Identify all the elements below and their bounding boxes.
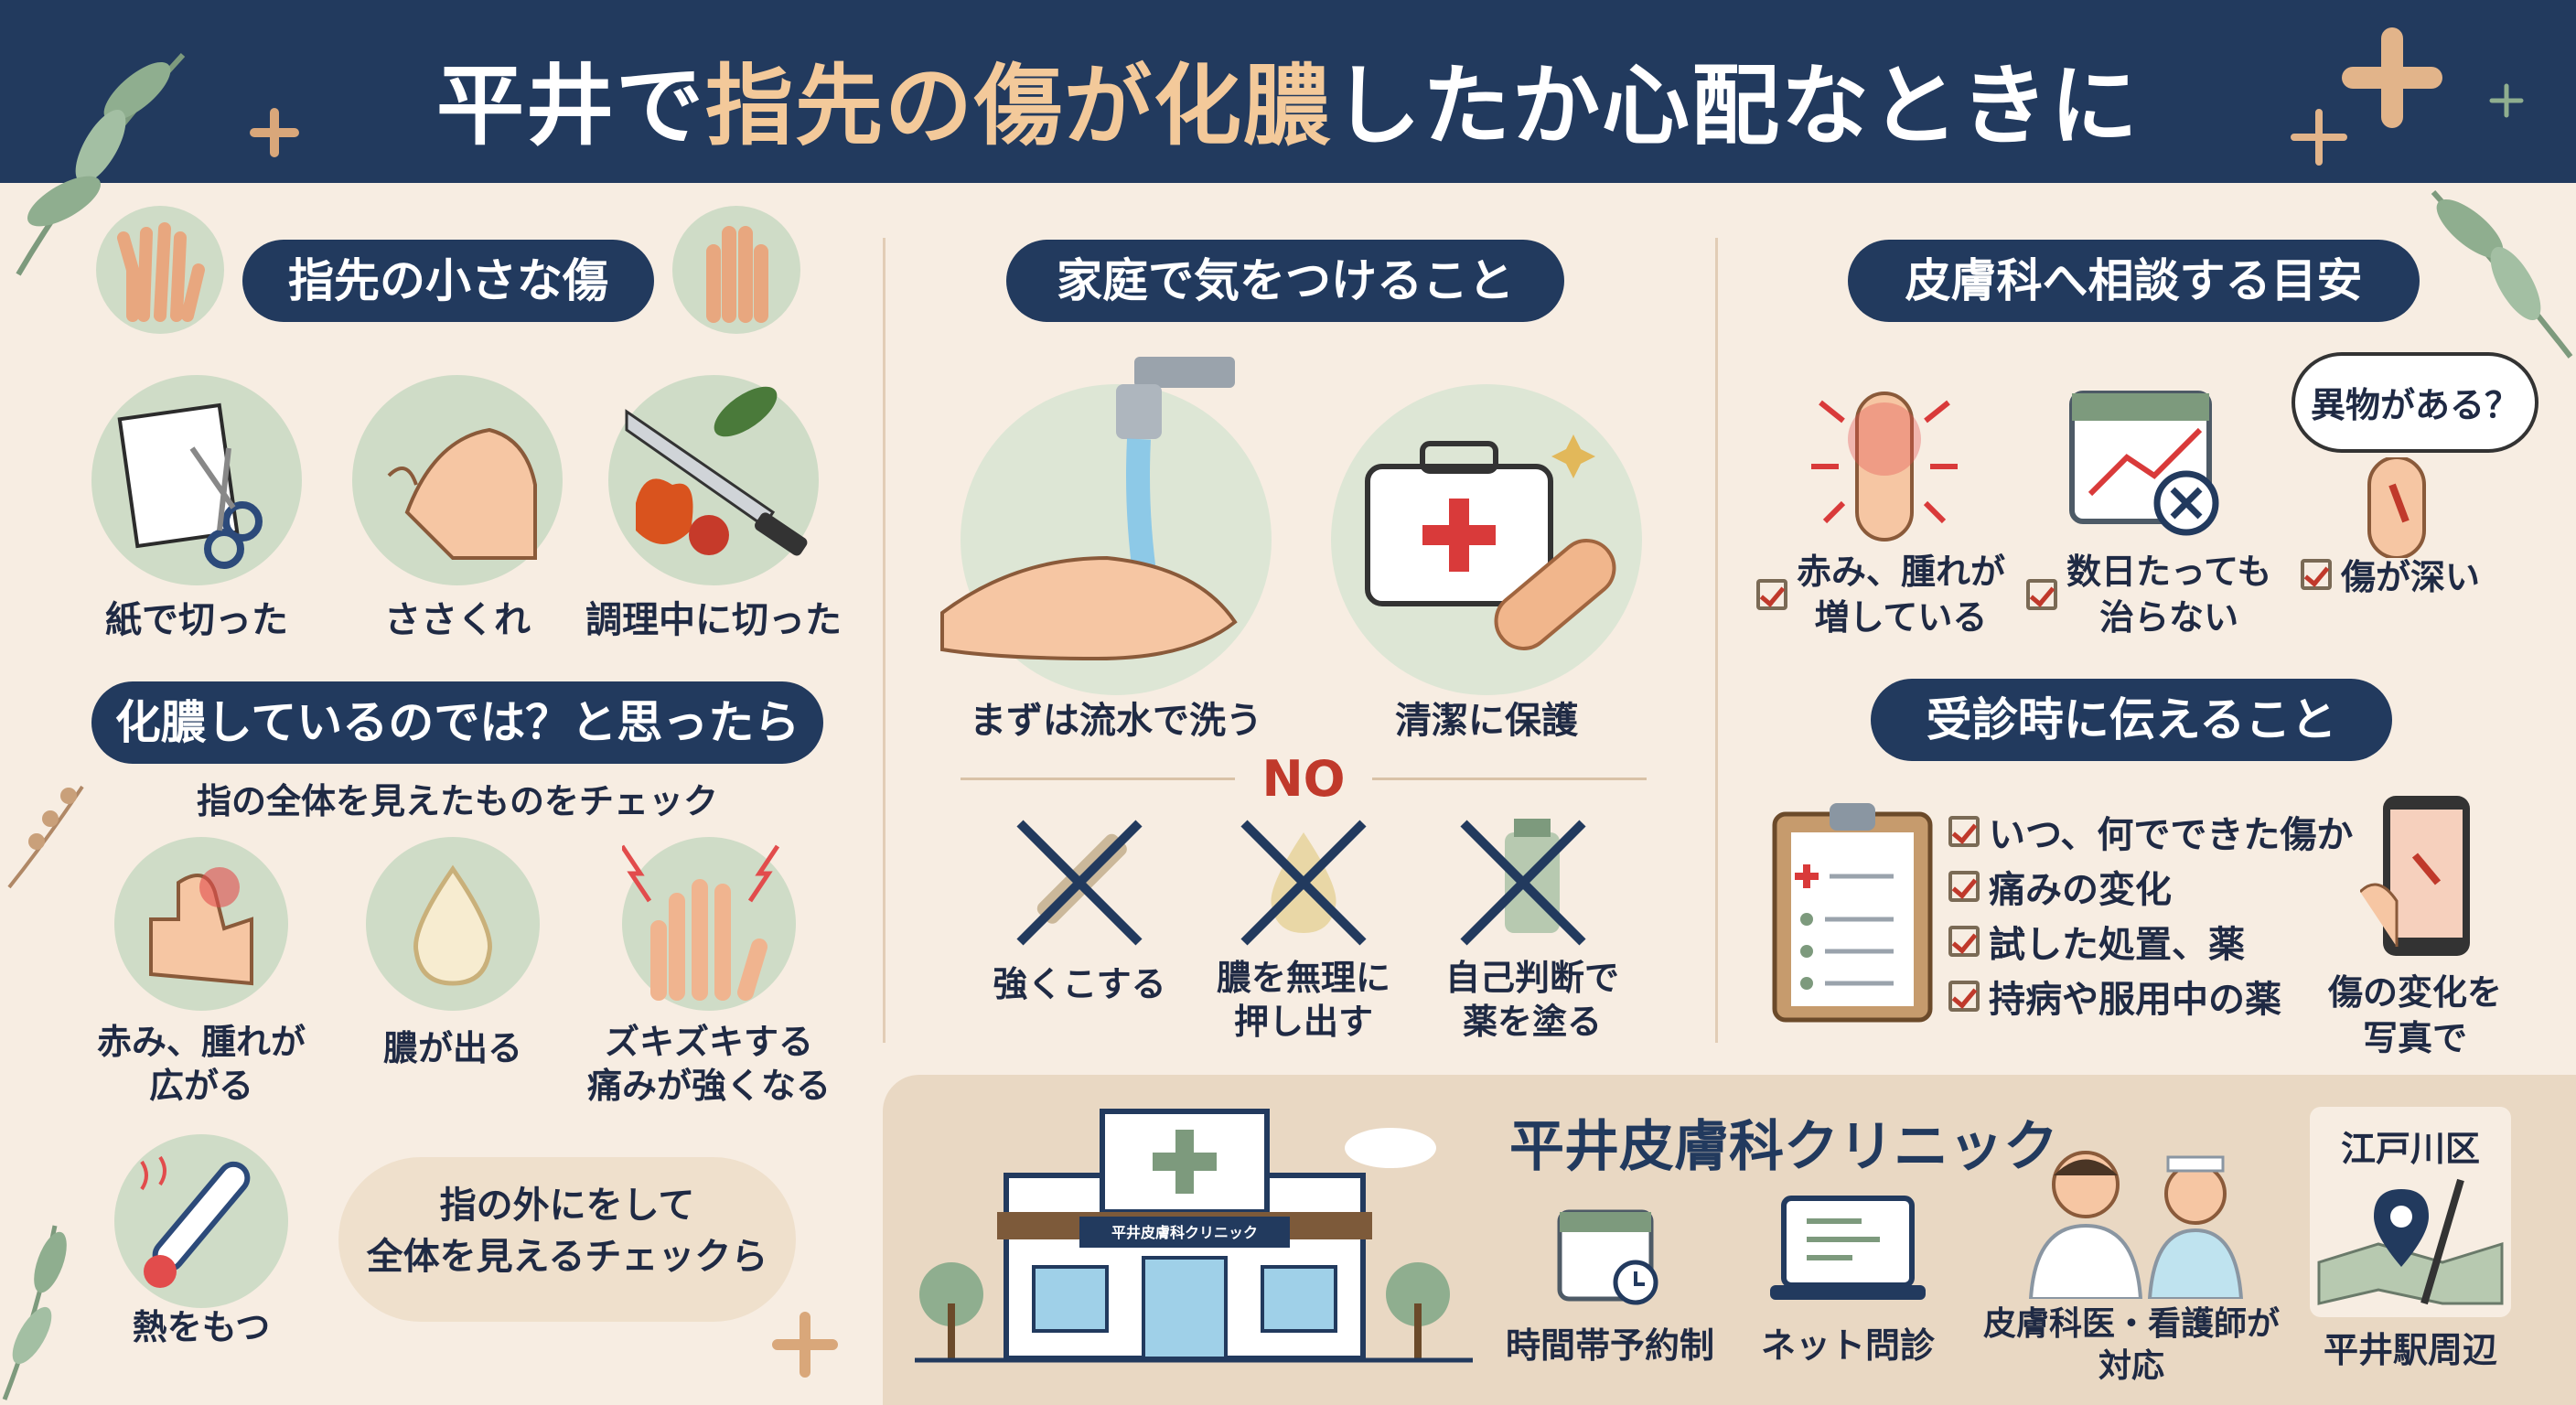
station-label: 平井駅周辺 xyxy=(2323,1330,2497,1370)
foreign-object-bubble xyxy=(2292,352,2538,453)
item-label: 自己判断で 薬を塗る xyxy=(1444,958,1619,1042)
wash-hands-icon xyxy=(940,357,1272,695)
smartphone-photo-icon xyxy=(2360,791,2497,965)
pus-drop-icon xyxy=(366,837,540,1011)
column-divider xyxy=(883,238,886,1043)
checkbox-icon xyxy=(1756,579,1787,610)
online-form-icon xyxy=(1770,1194,1926,1308)
medicine-cross-icon xyxy=(1454,814,1592,951)
plus-small-icon xyxy=(2489,83,2524,118)
section-heading-home-care: 家庭で気をつけること xyxy=(1006,240,1564,322)
section-heading-consult: 皮膚科へ相談する目安 xyxy=(1848,240,2420,322)
item-label: 調理中に切った xyxy=(585,599,842,641)
plus-deco-icon xyxy=(250,108,299,157)
section-heading-tell: 受診時に伝えること xyxy=(1871,679,2392,761)
check-item: 数日たっても 治らない xyxy=(2026,549,2292,640)
bubble-text: 指の外にをして 全体を見えるチェックら xyxy=(366,1185,768,1278)
feature-label: 時間帯予約制 xyxy=(1505,1325,1714,1366)
checkbox-icon xyxy=(1948,871,1980,902)
leaf-decoration-icon xyxy=(16,52,186,276)
check-item: いつ、何でできた傷か xyxy=(1948,805,2353,858)
paper-cut-icon xyxy=(91,375,302,585)
item-label: 熱をもつ xyxy=(132,1307,271,1347)
item-label: 赤み、腫れが 広がる xyxy=(96,1022,306,1106)
item-label: 傷の変化を 写真で xyxy=(2327,972,2502,1058)
item-label: ズキズキする 痛みが強くなる xyxy=(586,1022,831,1106)
first-aid-icon xyxy=(1331,384,1642,695)
clipboard-icon xyxy=(1766,796,1939,1024)
speech-bubble xyxy=(338,1157,796,1322)
checkbox-icon xyxy=(1948,981,1980,1012)
check-item: 傷が深い xyxy=(2301,549,2529,599)
check-item: 赤み、腫れが 増している xyxy=(1756,549,2022,640)
item-label: 清潔に保護 xyxy=(1395,700,1578,742)
feature-label: ネット問診 xyxy=(1760,1325,1935,1366)
header-bar xyxy=(0,0,2576,183)
item-label: 強くこする xyxy=(993,964,1166,1004)
item-label: ささくれ xyxy=(384,599,531,641)
clinic-sign: 平井皮膚科クリニック xyxy=(1111,1224,1258,1241)
checkbox-icon xyxy=(2026,579,2057,610)
squeeze-cross-icon xyxy=(1235,814,1372,951)
section-subheading: 指の全体を見えたものをチェック xyxy=(196,781,718,821)
cooking-knife-icon xyxy=(608,375,819,585)
calendar-icon xyxy=(2063,375,2227,540)
clinic-building-icon xyxy=(915,1093,1473,1367)
section-heading-suspect: 化膿しているのでは？と思ったら xyxy=(91,681,823,764)
leaf-decoration-icon xyxy=(2,1225,67,1400)
plus-deco-icon xyxy=(772,1312,838,1378)
area-label: 江戸川区 xyxy=(2340,1129,2480,1169)
checkbox-icon xyxy=(2301,558,2332,590)
checkbox-icon xyxy=(1948,816,1980,847)
check-item: 痛みの変化 xyxy=(1948,860,2172,913)
column-divider xyxy=(1715,238,1718,1043)
berry-branch-icon xyxy=(7,785,84,889)
leaf-decoration-icon xyxy=(2431,190,2573,359)
no-label: NO xyxy=(1261,750,1346,808)
scrub-cross-icon xyxy=(1011,814,1148,951)
hand-icon xyxy=(96,206,224,334)
no-divider-left xyxy=(961,778,1235,780)
section-heading-small-wounds: 指先の小さな傷 xyxy=(242,240,654,322)
bubble-text: 異物がある？ xyxy=(2310,385,2519,425)
doctor-nurse-icon xyxy=(2022,1139,2259,1299)
item-label: まずは流水で洗う xyxy=(970,700,1262,742)
hangnail-icon xyxy=(352,375,563,585)
map-pin-icon xyxy=(2314,1171,2506,1308)
check-item: 持病や服用中の薬 xyxy=(1948,970,2281,1023)
throbbing-pain-icon xyxy=(622,837,796,1011)
item-label: 膿を無理に 押し出す xyxy=(1216,958,1390,1042)
plus-deco-icon xyxy=(2342,27,2442,128)
swollen-finger-icon xyxy=(1793,366,1976,549)
thermometer-icon xyxy=(114,1134,288,1308)
checkbox-icon xyxy=(1948,926,1980,957)
hand-icon xyxy=(672,206,800,334)
page-title: 平井で指先の傷が化膿したか心配なときに xyxy=(436,55,2140,157)
deep-wound-finger-icon xyxy=(2342,457,2452,558)
clinic-name: 平井皮膚科クリニック xyxy=(1509,1115,2058,1179)
red-swollen-finger-icon xyxy=(114,837,288,1011)
no-divider-right xyxy=(1372,778,1647,780)
feature-label: 皮膚科医・看護師が 対応 xyxy=(1982,1305,2280,1385)
check-item: 試した処置、薬 xyxy=(1948,915,2245,968)
appointment-calendar-icon xyxy=(1555,1198,1665,1308)
plus-outline-icon xyxy=(2291,109,2347,166)
item-label: 膿が出る xyxy=(382,1028,522,1068)
item-label: 紙で切った xyxy=(105,599,288,641)
